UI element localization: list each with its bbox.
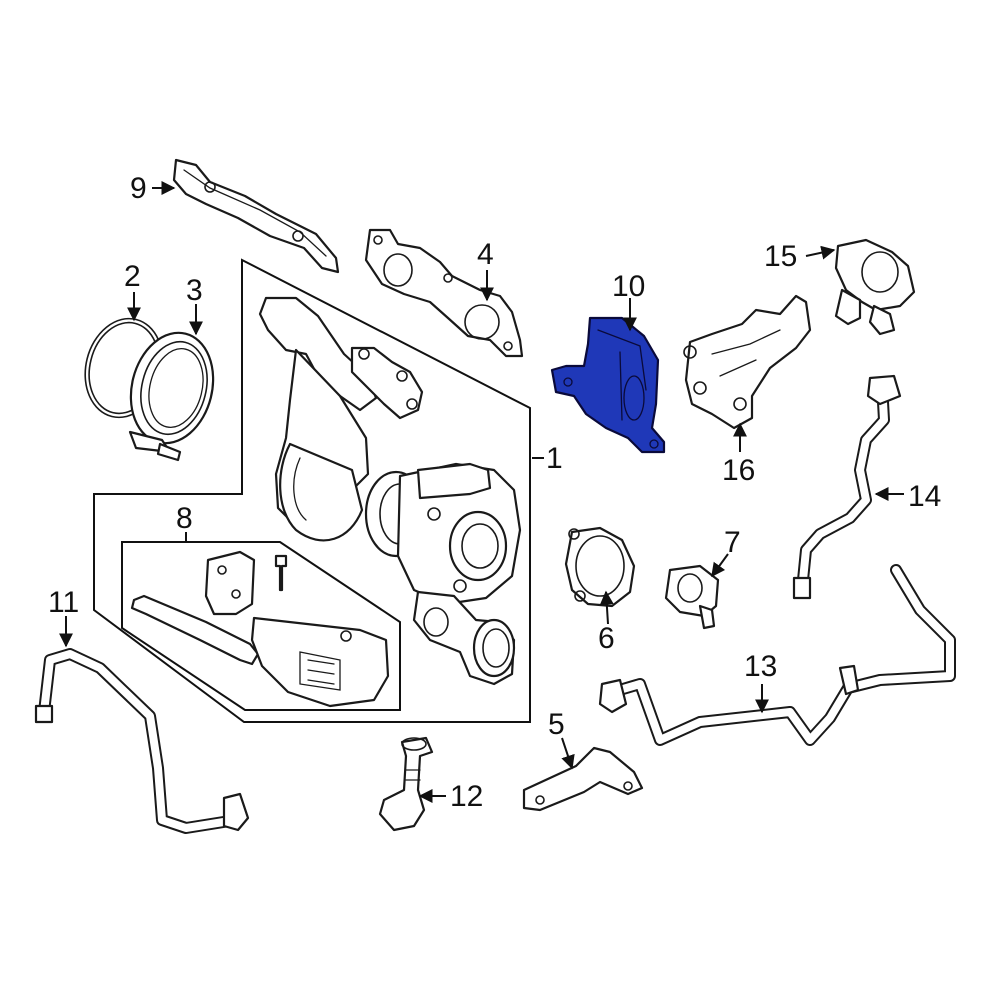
actuator-kit-outline xyxy=(121,541,401,711)
part-6-cover[interactable] xyxy=(564,526,636,608)
part-8-actuator[interactable] xyxy=(130,550,390,708)
callout-5: 5 xyxy=(548,708,565,741)
callout-9: 9 xyxy=(130,172,147,205)
callout-labels: 9 2 3 4 1 5 6 7 8 10 11 12 13 14 15 16 xyxy=(48,172,941,813)
turbo-assembly-outline xyxy=(93,258,531,723)
part-9-heat-shield-bracket[interactable] xyxy=(172,158,340,274)
callout-11: 11 xyxy=(48,586,79,619)
callout-6: 6 xyxy=(598,622,615,655)
part-3-clamp[interactable] xyxy=(120,324,225,462)
callout-2: 2 xyxy=(124,260,141,293)
part-7-valve[interactable] xyxy=(664,564,720,630)
part-10-heat-shield-highlighted[interactable] xyxy=(550,316,666,454)
callout-15: 15 xyxy=(764,240,797,273)
callout-7: 7 xyxy=(724,526,741,559)
callout-16: 16 xyxy=(722,454,755,487)
callout-10: 10 xyxy=(612,270,645,303)
part-5-bracket[interactable] xyxy=(522,746,644,812)
callout-4: 4 xyxy=(477,238,494,271)
callout-3: 3 xyxy=(186,274,203,307)
callout-8: 8 xyxy=(176,502,193,535)
part-16-bracket[interactable] xyxy=(683,294,812,430)
leader-lines xyxy=(59,181,904,803)
part-1-turbocharger[interactable] xyxy=(258,296,522,686)
callout-1: 1 xyxy=(546,442,563,475)
part-12-pipe[interactable] xyxy=(378,736,434,832)
callout-13: 13 xyxy=(744,650,777,683)
part-14-coolant-hose[interactable] xyxy=(792,374,902,600)
part-13-coolant-line[interactable] xyxy=(598,564,956,746)
part-15-water-pump[interactable] xyxy=(834,238,916,336)
callout-14: 14 xyxy=(908,480,941,513)
part-4-gasket[interactable] xyxy=(364,228,524,358)
callout-12: 12 xyxy=(450,780,483,813)
part-11-coolant-line[interactable] xyxy=(34,648,250,834)
